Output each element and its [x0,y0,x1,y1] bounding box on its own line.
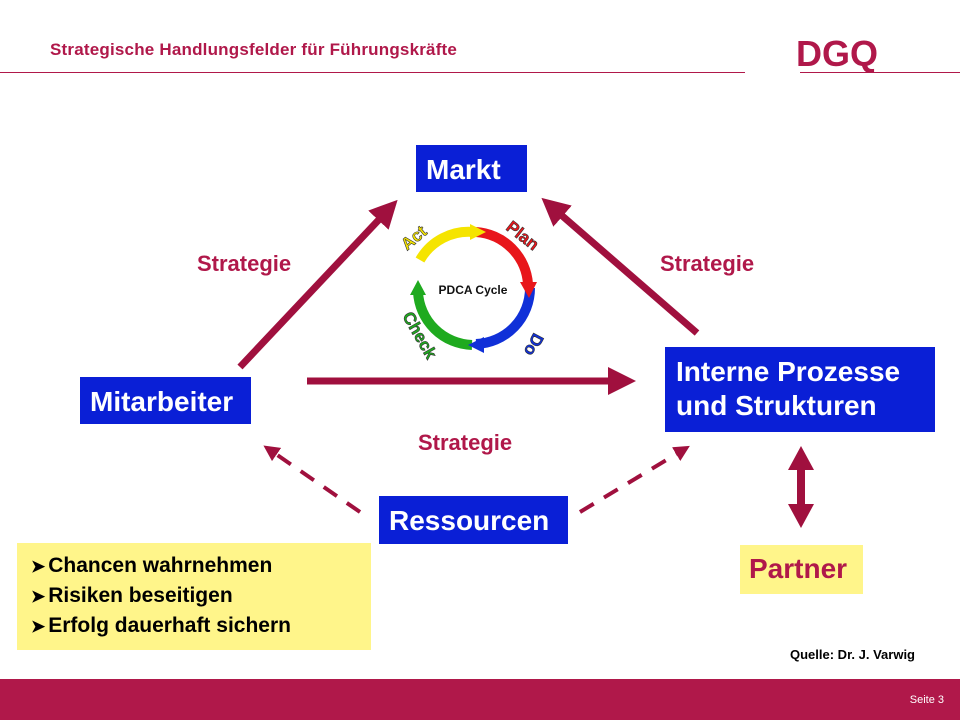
node-ressourcen: Ressourcen [379,496,568,544]
bullet-item: ➤Erfolg dauerhaft sichern [31,611,371,641]
bullet-text: Erfolg dauerhaft sichern [48,614,291,637]
source-credit: Quelle: Dr. J. Varwig [790,647,915,662]
logo-text: DGQ [796,34,878,74]
footer-bar: Seite 3 [0,679,960,720]
pdca-cycle: PDCA Cycle Act Plan Do Check [397,217,547,363]
bullet-text: Risiken beseitigen [48,584,233,607]
arrow-ressourcen-mitarbeiter [263,445,362,514]
pdca-center-label: PDCA Cycle [439,283,508,297]
arrow-bullet-icon: ➤ [31,557,46,576]
edge-label-bottom: Strategie [418,430,513,455]
header-rule-right [800,72,960,73]
node-interne-prozesse: Interne Prozesse und Strukturen [665,347,935,432]
pdca-do-label: Do [520,330,547,359]
arrow-ressourcen-intern [578,445,690,514]
bullet-item: ➤Chancen wahrnehmen [31,551,371,581]
arrow-intern-markt [541,197,700,336]
edge-label-left: Strategie [197,251,292,276]
bullet-item: ➤Risiken beseitigen [31,581,371,611]
node-markt: Markt [416,145,527,192]
bullet-text: Chancen wahrnehmen [48,554,273,577]
node-interne-line2: und Strukturen [676,390,877,421]
page-number: Seite 3 [909,694,944,706]
arrow-bullet-icon: ➤ [31,587,46,606]
arrow-mitarbeiter-markt [237,199,398,370]
arrow-bullet-icon: ➤ [31,617,46,636]
node-partner: Partner [740,545,863,594]
pdca-check-label: Check [399,309,441,363]
page-title: Strategische Handlungsfelder für Führung… [50,40,458,59]
header-rule-left [0,72,745,73]
node-mitarbeiter: Mitarbeiter [80,377,251,424]
edge-label-right: Strategie [660,251,755,276]
node-interne-line1: Interne Prozesse [676,356,901,387]
dgq-logo: DGQ [796,34,878,74]
arrow-partner-intern [788,446,814,528]
bullet-list: ➤Chancen wahrnehmen ➤Risiken beseitigen … [17,543,371,650]
